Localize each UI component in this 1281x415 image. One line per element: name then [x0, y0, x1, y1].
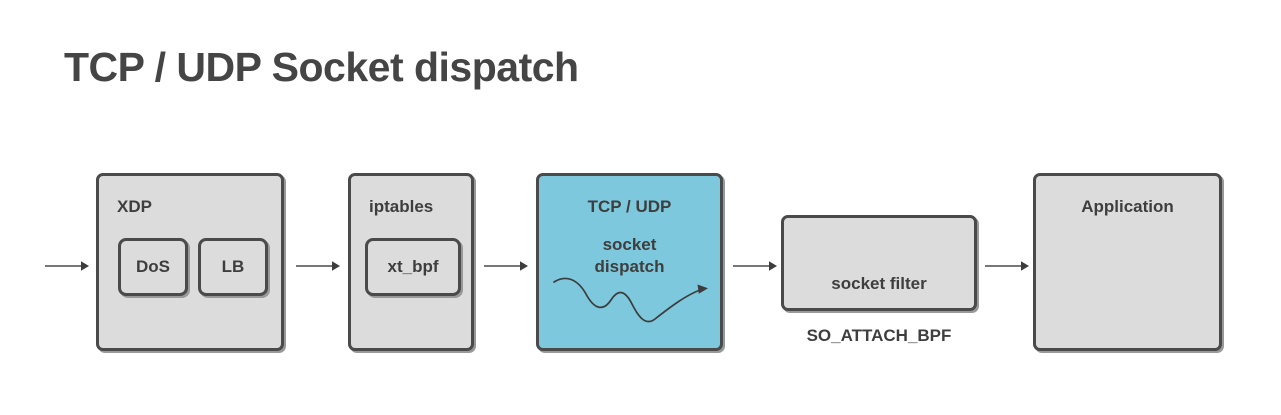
node-tcp-udp[interactable]: TCP / UDP socket dispatch [536, 173, 723, 351]
node-application[interactable]: Application [1033, 173, 1222, 351]
node-socket-filter-line2: SO_ATTACH_BPF [806, 326, 952, 345]
squiggly-dispatch-arrow-icon [551, 268, 716, 330]
node-xdp-label: XDP [117, 197, 152, 216]
subnode-lb-label: LB [221, 257, 245, 276]
arrow-socket-filter-to-application [985, 258, 1030, 274]
subnode-dos[interactable]: DoS [118, 238, 188, 296]
arrow-ingress-to-xdp [45, 258, 90, 274]
arrow-iptables-to-tcp-udp [484, 258, 529, 274]
node-tcp-udp-body: socket dispatch [594, 235, 665, 276]
node-xdp[interactable]: XDP DoS LB [96, 173, 284, 351]
arrow-xdp-to-iptables [296, 258, 341, 274]
node-socket-filter-line1: socket filter [831, 274, 927, 293]
node-socket-filter-text: socket filter SO_ATTACH_BPF [784, 245, 974, 375]
page-title: TCP / UDP Socket dispatch [64, 44, 579, 90]
subnode-lb[interactable]: LB [198, 238, 268, 296]
node-iptables-label: iptables [369, 197, 434, 216]
subnode-dos-label: DoS [136, 257, 170, 276]
node-application-label: Application [1081, 197, 1174, 216]
arrow-tcp-udp-to-socket-filter [733, 258, 778, 274]
subnode-xt-bpf-label: xt_bpf [387, 257, 439, 276]
node-iptables[interactable]: iptables xt_bpf [348, 173, 474, 351]
node-socket-filter[interactable]: socket filter SO_ATTACH_BPF [781, 215, 977, 345]
subnode-xt-bpf[interactable]: xt_bpf [365, 238, 461, 296]
node-tcp-udp-label: TCP / UDP [587, 197, 672, 216]
